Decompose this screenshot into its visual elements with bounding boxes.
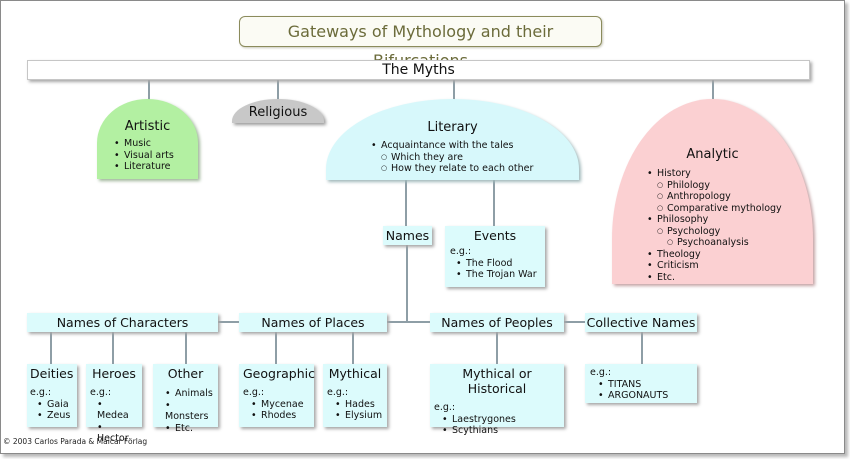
- connector-characters-heroes: [112, 331, 114, 365]
- list-item: Animals: [165, 388, 214, 400]
- leaf-collective: e.g.: TITANS ARGONAUTS: [585, 364, 697, 403]
- leaf-title: Other: [167, 366, 204, 381]
- list-item: Laestrygones: [442, 414, 560, 426]
- connector-collective-leaf: [641, 331, 643, 365]
- copyright-notice: © 2003 Carlos Parada & Maicar Förlag: [3, 437, 148, 446]
- leaf-title: Deities: [30, 366, 74, 381]
- list-item: Visual arts: [114, 150, 198, 162]
- diagram-title: Gateways of Mythology and their Bifurcat…: [239, 16, 602, 70]
- events-list: The Flood The Trojan War: [456, 258, 540, 281]
- list-item: Literature: [114, 161, 198, 173]
- leaf-mythical: Mythical e.g.: Hades Elysium: [323, 364, 387, 427]
- connector-myths-artistic: [148, 80, 150, 100]
- connector-characters-deities: [50, 331, 52, 365]
- connector-names-trunk: [406, 245, 408, 323]
- connector-myths-literary: [453, 80, 455, 100]
- artistic-title: Artistic: [124, 119, 171, 134]
- leaf-list: Animals Monsters Etc.: [165, 388, 214, 434]
- religious-node: Religious: [232, 99, 324, 123]
- events-node: Events e.g.: The Flood The Trojan War: [445, 226, 545, 287]
- leaf-eg-label: e.g.:: [90, 387, 112, 398]
- list-item: Scythians: [442, 425, 560, 437]
- list-item: Etc.: [647, 272, 813, 284]
- literary-title: Literary: [427, 120, 478, 135]
- connector-places-mythical: [352, 331, 354, 365]
- leaf-eg-label: e.g.:: [30, 387, 52, 398]
- religious-title: Religious: [248, 105, 308, 120]
- leaf-heroes: Heroes e.g.: Medea Hector: [86, 364, 142, 444]
- names-node: Names: [383, 226, 432, 245]
- leaf-deities: Deities e.g.: Gaia Zeus: [27, 364, 77, 427]
- category-names-of-characters: Names of Characters: [27, 313, 218, 332]
- list-item: Hades: [335, 399, 383, 411]
- category-names-of-places: Names of Places: [239, 313, 387, 332]
- leaf-list: TITANS ARGONAUTS: [598, 379, 692, 402]
- events-title: Events: [473, 228, 517, 243]
- root-node-the-myths: The Myths: [27, 60, 810, 80]
- list-item: Etc.: [165, 423, 214, 435]
- leaf-eg-label: e.g.:: [243, 387, 265, 398]
- list-item: Psychoanalysis: [647, 237, 813, 249]
- list-item: Theology: [647, 249, 813, 261]
- leaf-list: Medea Hector: [97, 399, 138, 445]
- artistic-list: Music Visual arts Literature: [114, 138, 198, 173]
- leaf-list: Hades Elysium: [335, 399, 383, 422]
- list-item: Elysium: [335, 410, 383, 422]
- list-item: Medea: [97, 399, 138, 422]
- list-item: Anthropology: [647, 191, 813, 203]
- list-item: The Flood: [456, 258, 540, 270]
- leaf-list: Mycenae Rhodes: [251, 399, 310, 422]
- leaf-eg-label: e.g.:: [434, 402, 456, 413]
- leaf-eg-label: e.g.:: [590, 367, 612, 378]
- connector-peoples-historical: [496, 331, 498, 365]
- category-collective-names: Collective Names: [585, 313, 697, 332]
- events-eg-label: e.g.:: [450, 246, 472, 257]
- list-item: The Trojan War: [456, 269, 540, 281]
- analytic-list: History Philology Anthropology Comparati…: [647, 168, 813, 283]
- list-item: Acquaintance with the tales: [371, 140, 579, 152]
- list-item: History: [647, 168, 813, 180]
- leaf-other: Other Animals Monsters Etc.: [153, 364, 218, 434]
- names-title: Names: [385, 228, 430, 243]
- list-item: Zeus: [37, 410, 74, 422]
- list-item: Psychology: [647, 226, 813, 238]
- leaf-list: Laestrygones Scythians: [442, 414, 560, 437]
- connector-places-geographic: [275, 331, 277, 365]
- list-item: Monsters: [165, 400, 214, 423]
- literary-list: Acquaintance with the tales Which they a…: [371, 140, 579, 175]
- analytic-title: Analytic: [686, 147, 739, 162]
- list-item: Hector: [97, 422, 138, 445]
- leaf-title: Mythical: [328, 366, 382, 381]
- leaf-geographic: Geographic e.g.: Mycenae Rhodes: [239, 364, 315, 427]
- list-item: Philosophy: [647, 214, 813, 226]
- category-label: Names of Characters: [56, 315, 189, 330]
- category-names-of-peoples: Names of Peoples: [430, 313, 564, 332]
- list-item: Which they are: [371, 152, 579, 164]
- leaf-mythical-or-historical: Mythical or Historical e.g.: Laestrygone…: [430, 364, 564, 436]
- category-label: Names of Peoples: [441, 315, 553, 330]
- list-item: How they relate to each other: [371, 163, 579, 175]
- connector-literary-names: [405, 180, 407, 226]
- connector-literary-events: [493, 180, 495, 226]
- list-item: Music: [114, 138, 198, 150]
- list-item: Comparative mythology: [647, 203, 813, 215]
- list-item: Philology: [647, 180, 813, 192]
- category-label: Names of Places: [261, 315, 365, 330]
- leaf-title: Heroes: [92, 366, 136, 381]
- connector-myths-religious: [277, 80, 279, 100]
- list-item: Gaia: [37, 399, 74, 411]
- leaf-title: Geographic: [243, 366, 315, 381]
- artistic-node: Artistic Music Visual arts Literature: [97, 99, 198, 179]
- connector-characters-other: [185, 331, 187, 365]
- list-item: Rhodes: [251, 410, 310, 422]
- list-item: Criticism: [647, 260, 813, 272]
- leaf-list: Gaia Zeus: [37, 399, 74, 422]
- leaf-title: Mythical or Historical: [462, 366, 532, 396]
- list-item: TITANS: [598, 379, 692, 391]
- category-label: Collective Names: [586, 315, 696, 330]
- list-item: Mycenae: [251, 399, 310, 411]
- connector-myths-analytic: [712, 80, 714, 100]
- leaf-eg-label: e.g.:: [327, 387, 349, 398]
- list-item: ARGONAUTS: [598, 390, 692, 402]
